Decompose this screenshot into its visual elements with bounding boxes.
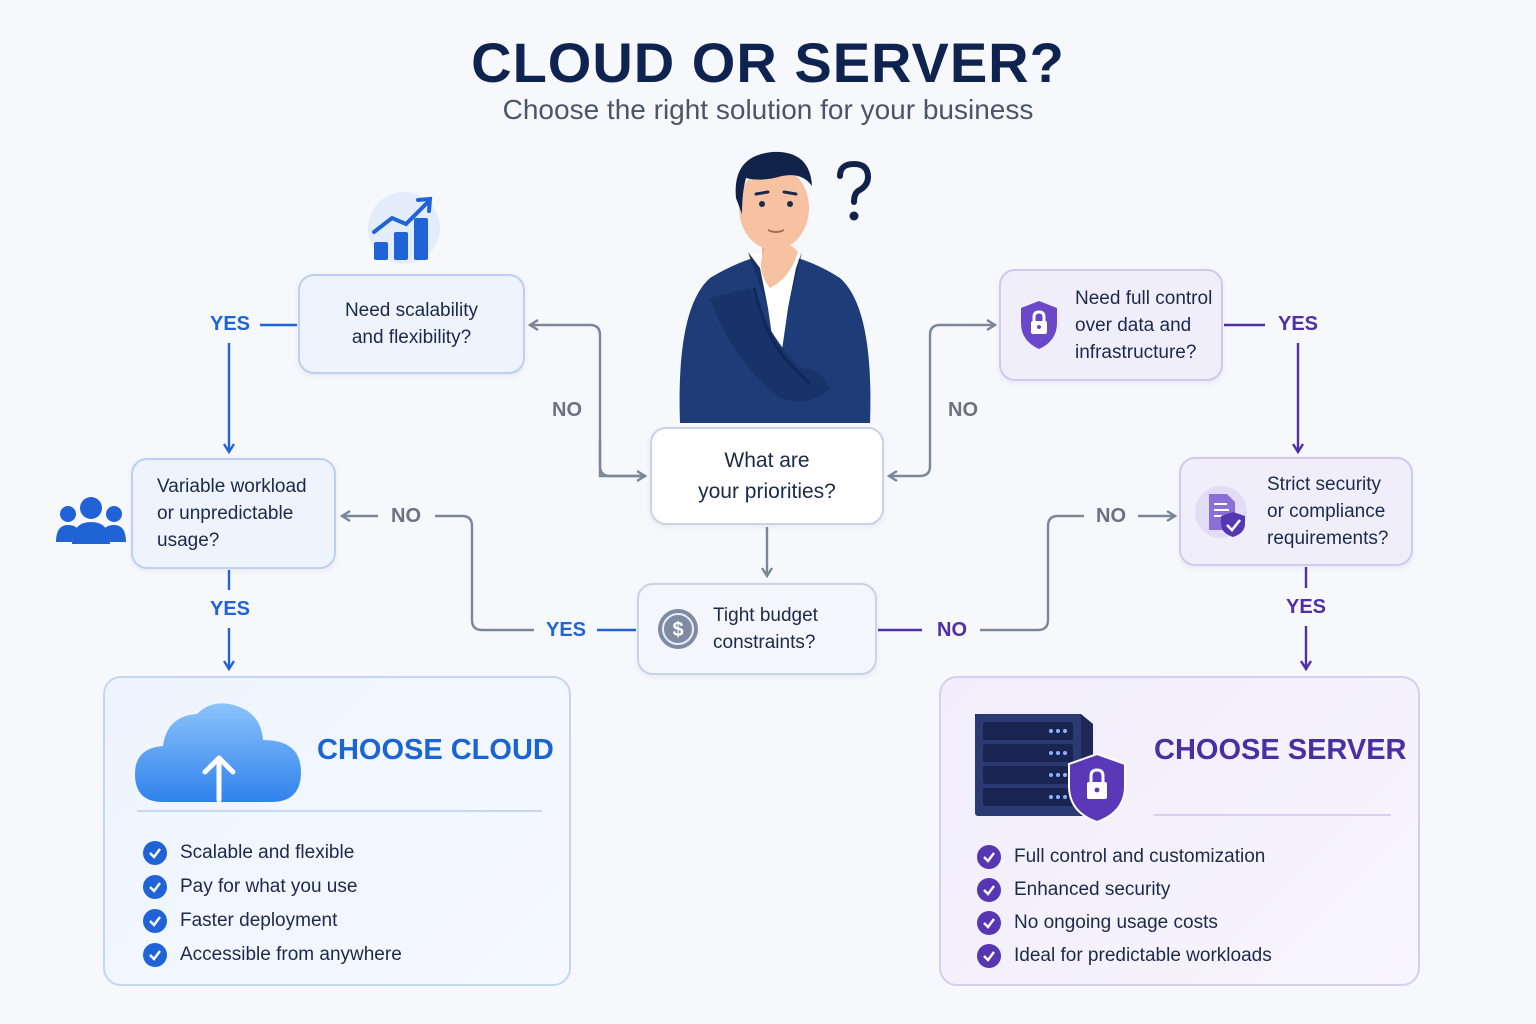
cloud-upload-icon [135,703,301,803]
choose-cloud-panel: CHOOSE CLOUD Scalable and flexible Pay f… [103,676,571,986]
connector-priorities-scalability [530,325,646,478]
cloud-benefit-text: Accessible from anywhere [180,944,402,965]
label-control-no: NO [948,399,978,421]
node-security: Strict security or compliance requiremen… [1179,457,1413,566]
choose-server-title: CHOOSE SERVER [1154,734,1407,766]
node-security-text: Strict security or compliance requiremen… [1267,474,1389,549]
page-subtitle: Choose the right solution for your busin… [502,94,1034,125]
node-priorities: What are your priorities? [650,427,884,525]
node-budget: $ Tight budget constraints? [637,583,877,675]
check-icon [143,841,167,865]
cloud-benefit-text: Faster deployment [180,910,338,931]
label-scalability-no: NO [552,399,582,421]
server-benefit-text: Enhanced security [1014,878,1171,900]
list-item: No ongoing usage costs [977,906,1272,939]
shield-lock-icon [1021,301,1057,349]
users-group-icon [56,497,126,544]
check-icon [143,875,167,899]
node-workload-text: Variable workload or unpredictable usage… [157,476,307,551]
server-benefit-text: Ideal for predictable workloads [1014,944,1272,966]
question-mark-icon [837,160,872,221]
node-budget-text: Tight budget constraints? [713,605,818,653]
server-benefit-text: Full control and customization [1014,845,1266,867]
check-icon [977,910,1001,935]
cloud-benefit-text: Scalable and flexible [180,842,355,863]
node-scalability: Need scalability and flexibility? [298,274,525,374]
node-control: Need full control over data and infrastr… [999,269,1223,381]
label-control-yes: YES [1278,313,1319,335]
check-icon [977,877,1001,902]
page-title: CLOUD OR SERVER? [471,31,1065,94]
list-item: Accessible from anywhere [143,938,402,972]
label-workload-no: NO [391,505,421,527]
cloud-benefits-list: Scalable and flexible Pay for what you u… [143,836,402,972]
document-shield-icon [1195,485,1247,538]
label-security-no: NO [1096,505,1126,527]
label-workload-yes: YES [210,598,251,620]
label-budget-yes: YES [546,619,587,641]
check-icon [143,943,167,967]
list-item: Pay for what you use [143,870,402,904]
choose-server-panel: CHOOSE SERVER Full control and customiza… [939,676,1420,986]
choose-cloud-divider [137,810,542,812]
node-workload: Variable workload or unpredictable usage… [131,458,336,569]
list-item: Scalable and flexible [143,836,402,870]
server-benefits-list: Full control and customization Enhanced … [977,840,1272,972]
node-scalability-text: Need scalability and flexibility? [344,300,479,348]
growth-chart-icon [368,192,440,264]
list-item: Faster deployment [143,904,402,938]
server-benefit-text: No ongoing usage costs [1014,911,1218,933]
node-priorities-text: What are your priorities? [698,449,836,503]
label-budget-no: NO [937,619,967,641]
check-icon [977,844,1001,869]
list-item: Full control and customization [977,840,1272,873]
label-security-yes: YES [1286,596,1327,618]
choose-cloud-title: CHOOSE CLOUD [317,734,554,766]
check-icon [977,943,1001,968]
list-item: Ideal for predictable workloads [977,939,1272,972]
label-scalability-yes: YES [210,313,251,335]
svg-text:$: $ [672,619,683,641]
check-icon [143,909,167,933]
cloud-benefit-text: Pay for what you use [180,876,358,897]
list-item: Enhanced security [977,873,1272,906]
choose-server-divider [1154,814,1391,816]
node-control-text: Need full control over data and infrastr… [1075,287,1213,363]
dollar-coin-icon: $ [658,609,698,649]
server-rack-icon [975,714,1126,824]
thinking-person-icon [679,151,871,423]
